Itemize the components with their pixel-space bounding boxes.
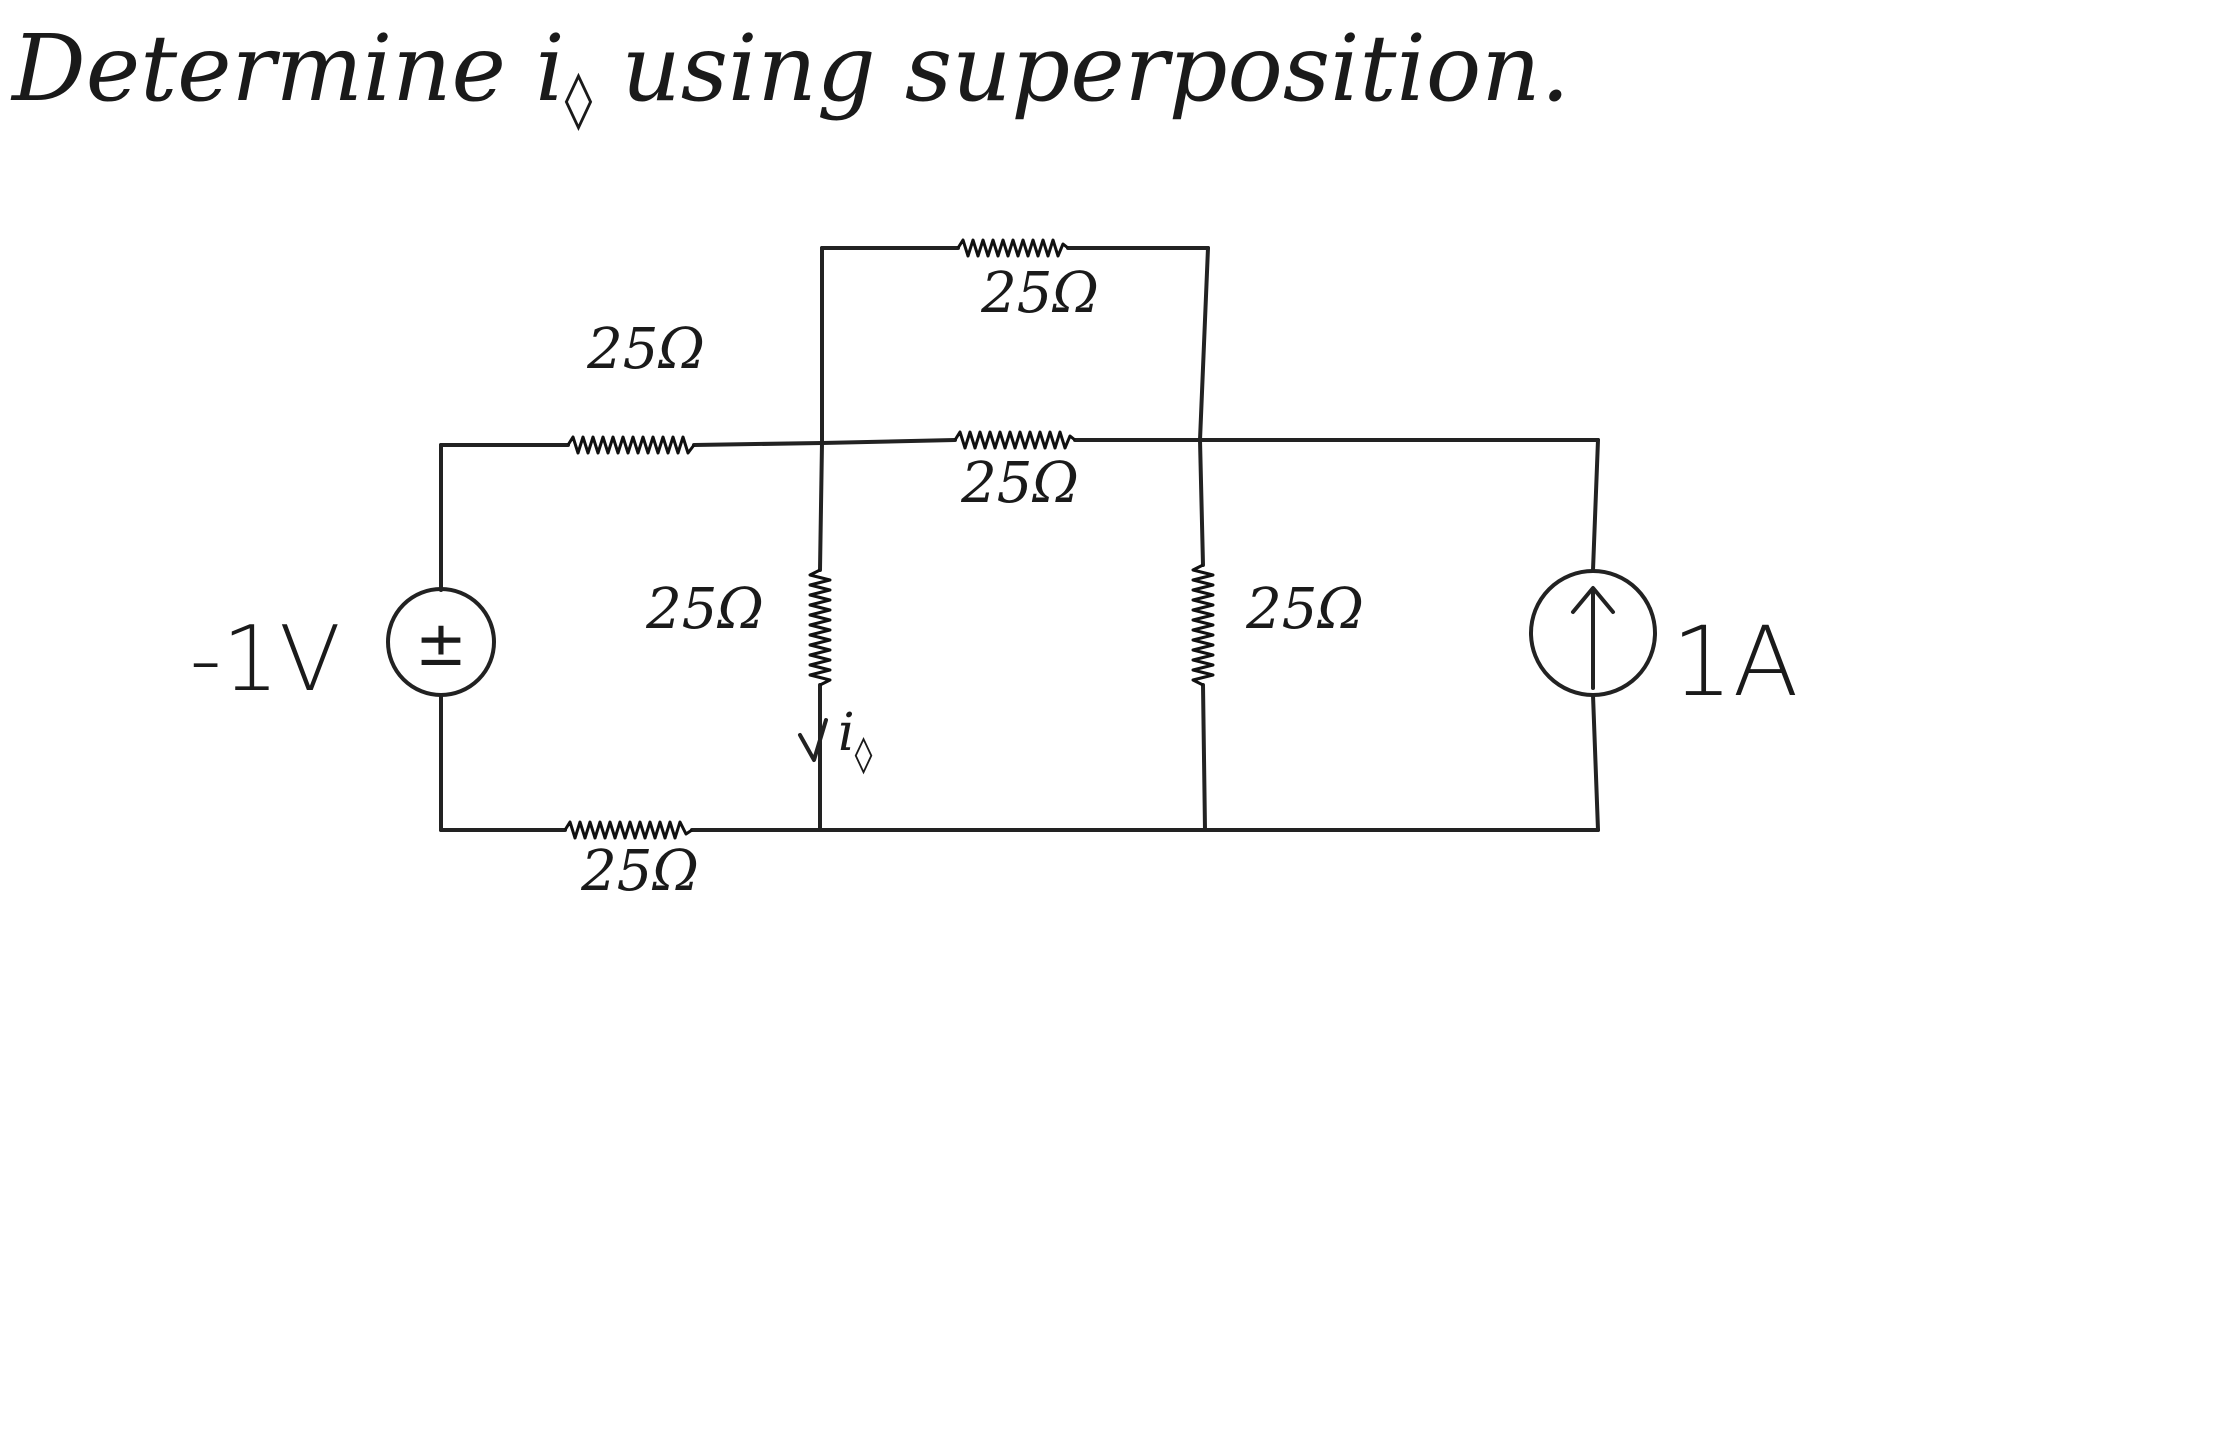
voltage-source-value: -1V xyxy=(189,607,340,712)
resistor-bottom-left-icon xyxy=(563,820,693,840)
resistor-bottom-left-label: 25Ω xyxy=(580,839,699,904)
wire-center-right-bottom xyxy=(1201,683,1207,832)
title-rest: using superposition. xyxy=(592,15,1570,122)
wire-center-left-top xyxy=(818,441,824,572)
problem-statement: Determine i◊ using superposition. xyxy=(10,15,1570,132)
current-source-value: 1A xyxy=(1672,606,1799,718)
resistor-upper-left-label: 25Ω xyxy=(586,317,705,382)
voltage-source: ± -1V xyxy=(189,587,496,712)
wire-middle-a xyxy=(820,438,957,445)
wire-isource-top xyxy=(1591,438,1600,572)
resistors xyxy=(563,238,1215,840)
resistor-top-icon xyxy=(956,238,1069,258)
current-io-indicator: i◊ xyxy=(798,703,873,775)
wire-upper-left-b xyxy=(692,441,824,447)
current-source-circle-icon xyxy=(1529,569,1657,697)
resistor-left-vertical-label: 25Ω xyxy=(645,577,764,642)
current-source-arrowhead-icon xyxy=(1571,586,1615,614)
title-subscript: ◊ xyxy=(565,67,593,132)
resistor-top-label: 25Ω xyxy=(980,261,1099,326)
resistor-middle-horizontal-label: 25Ω xyxy=(960,451,1079,516)
title-text: Determine i xyxy=(10,15,565,122)
current-direction-arrow-icon xyxy=(798,718,828,762)
resistor-right-vertical-label: 25Ω xyxy=(1245,577,1364,642)
resistor-upper-left-icon xyxy=(566,435,696,455)
wire-isource-bottom xyxy=(1591,693,1600,832)
wires xyxy=(439,246,1600,832)
resistor-middle-horizontal-icon xyxy=(953,430,1076,450)
resistor-left-vertical-icon xyxy=(808,568,832,687)
current-source: 1A xyxy=(1529,569,1799,718)
current-io-label: i◊ xyxy=(838,703,873,775)
resistor-right-vertical-icon xyxy=(1191,563,1215,687)
wire-top-right-vertical xyxy=(1198,246,1210,442)
wire-center-right-top xyxy=(1198,438,1205,567)
voltage-source-icon xyxy=(386,587,496,697)
voltage-source-symbol: ± xyxy=(415,607,467,680)
